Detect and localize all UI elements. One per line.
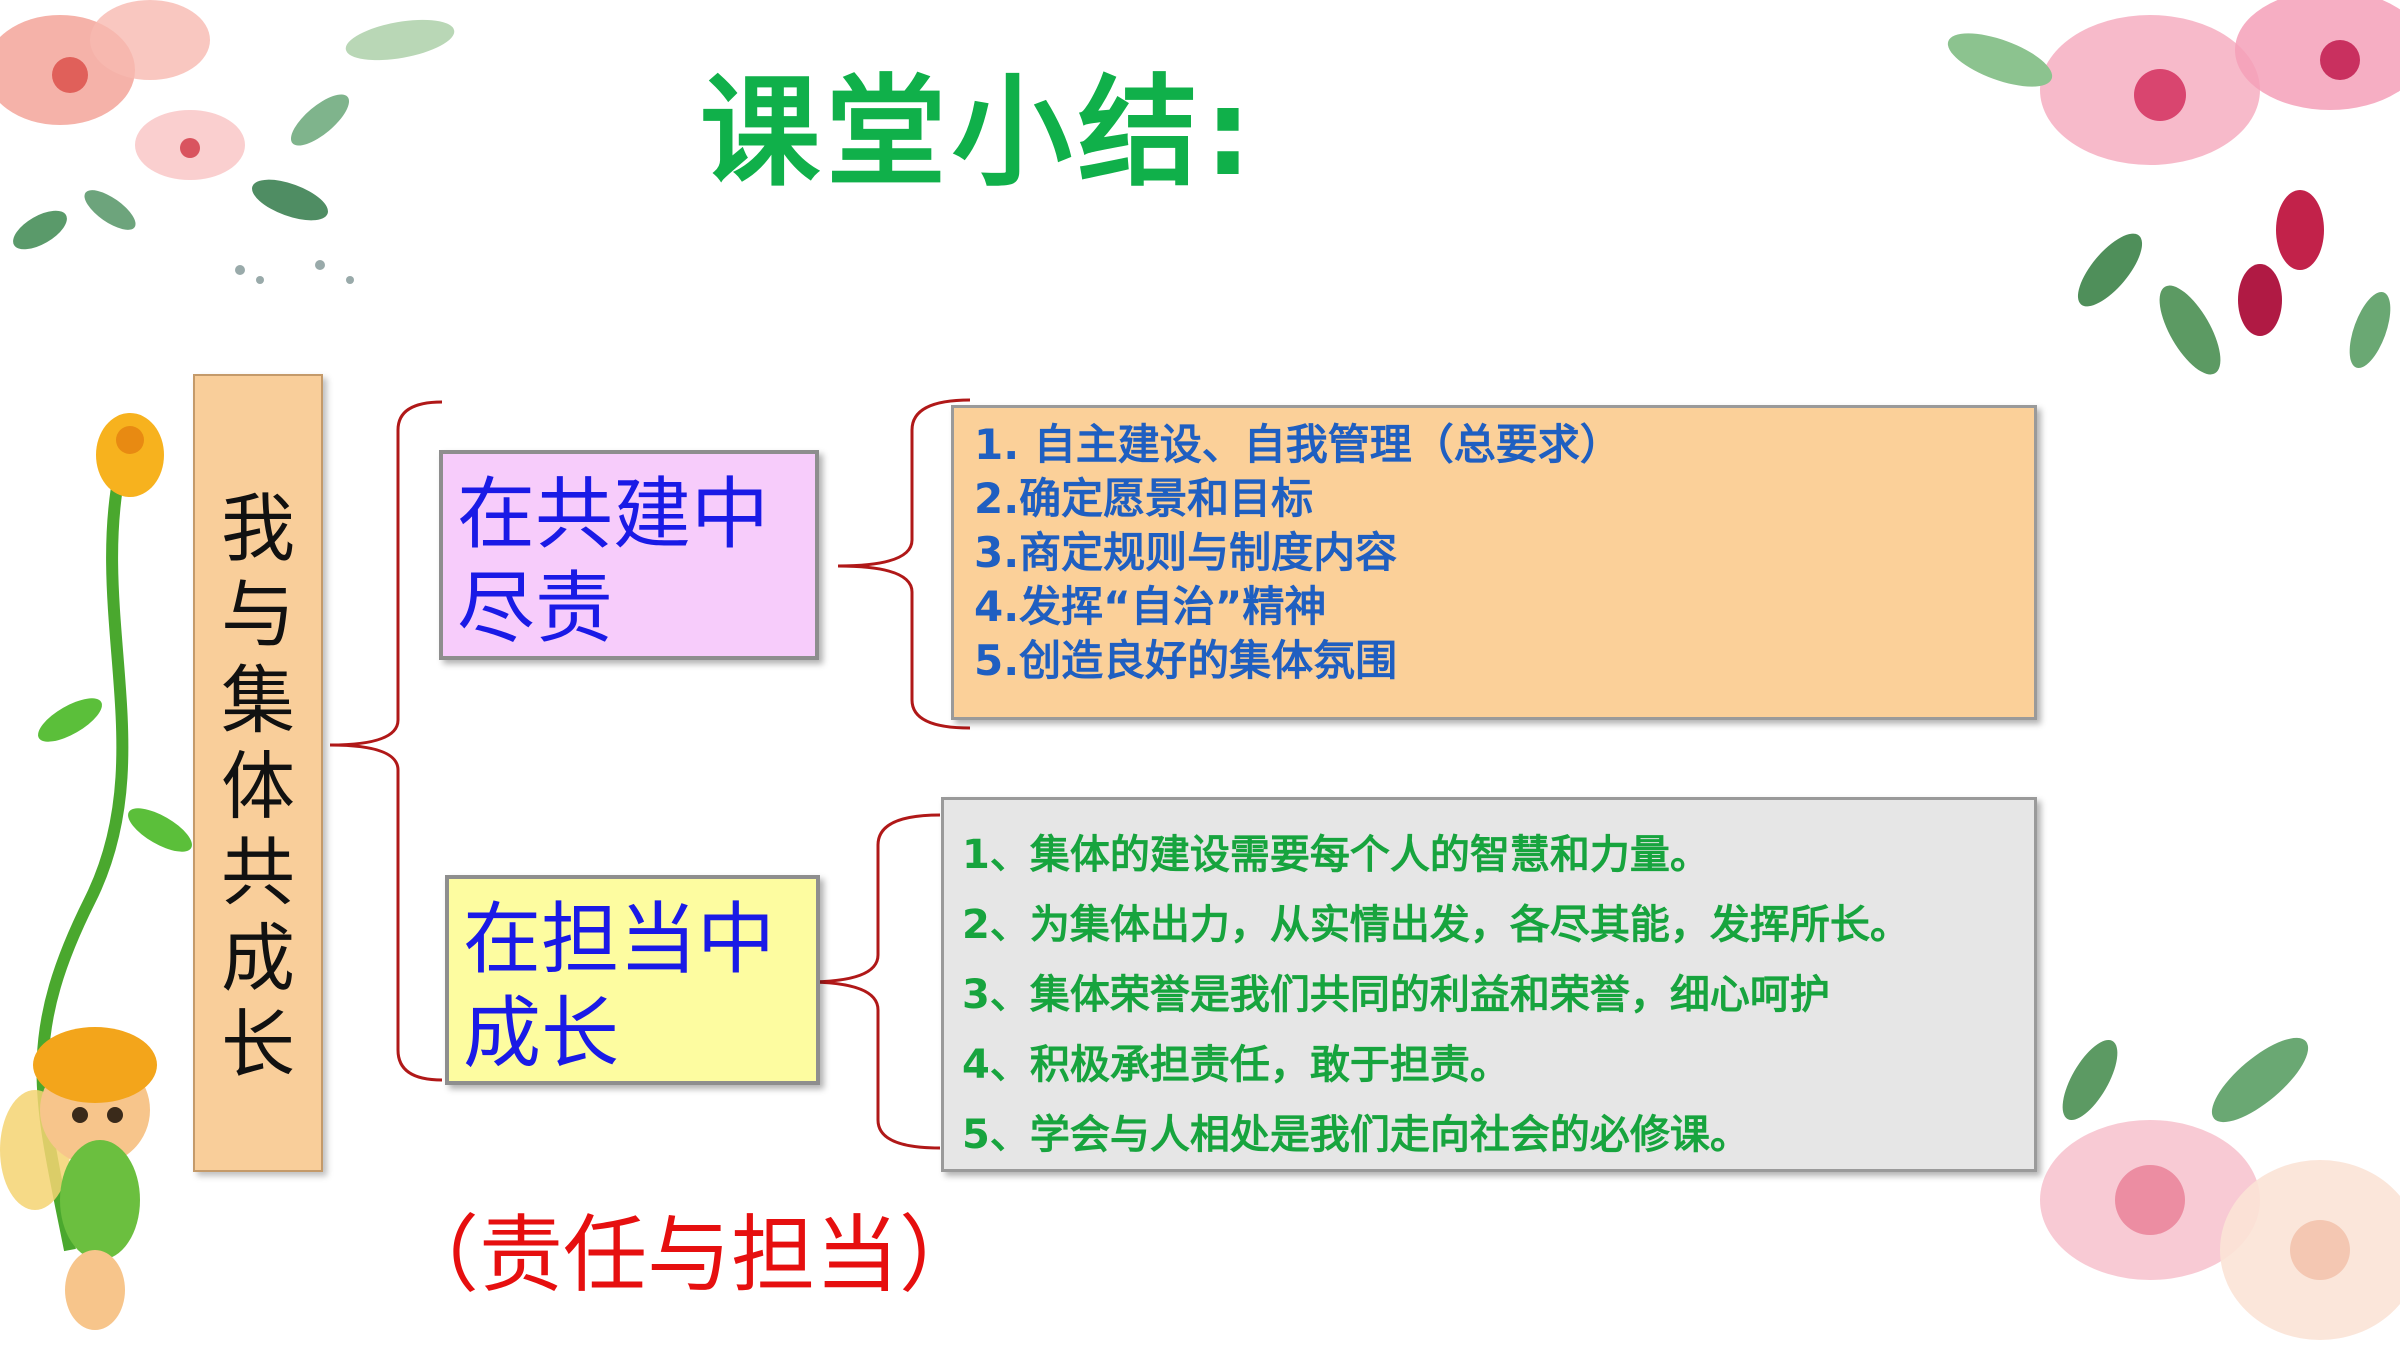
detail-item: 2.确定愿景和目标 <box>974 474 1314 523</box>
branch-1-details: 1. 自主建设、自我管理（总要求） 2.确定愿景和目标 3.商定规则与制度内容 … <box>951 405 2037 720</box>
flower-top-left-decoration <box>0 0 455 284</box>
branch-node-2: 在担当中成长 <box>445 875 820 1085</box>
branch2-brace <box>805 813 941 1150</box>
branch-node-1: 在共建中尽责 <box>439 450 819 660</box>
responsibility-note: （责任与担当） <box>395 1206 984 1304</box>
fairy-flower-stem-decoration <box>0 413 192 1330</box>
root-node: 我与集体共成长 <box>193 374 323 1172</box>
flower-top-right-decoration <box>1947 0 2400 375</box>
detail-item: 1、集体的建设需要每个人的智慧和力量。 <box>962 832 1710 878</box>
detail-item: 5.创造良好的集体氛围 <box>974 636 1398 685</box>
detail-item: 1. 自主建设、自我管理（总要求） <box>974 420 1622 469</box>
branch-2-details: 1、集体的建设需要每个人的智慧和力量。 2、为集体出力，从实情出发，各尽其能，发… <box>941 797 2037 1172</box>
detail-item: 4、积极承担责任，敢于担责。 <box>962 1042 1510 1088</box>
root-node-label: 我与集体共成长 <box>221 486 295 1088</box>
detail-item: 3.商定规则与制度内容 <box>974 528 1398 577</box>
detail-item: 5、学会与人相处是我们走向社会的必修课。 <box>962 1112 1750 1158</box>
detail-item: 3、集体荣誉是我们共同的利益和荣誉，细心呵护 <box>962 972 1830 1018</box>
slide-title: 课堂小结: <box>700 64 1258 203</box>
branch1-brace <box>837 398 971 730</box>
flower-bottom-right-decoration <box>2040 1037 2400 1340</box>
detail-item: 2、为集体出力，从实情出发，各尽其能，发挥所长。 <box>962 902 1910 948</box>
detail-item: 4.发挥“自治”精神 <box>974 582 1327 631</box>
root-brace <box>329 400 443 1082</box>
